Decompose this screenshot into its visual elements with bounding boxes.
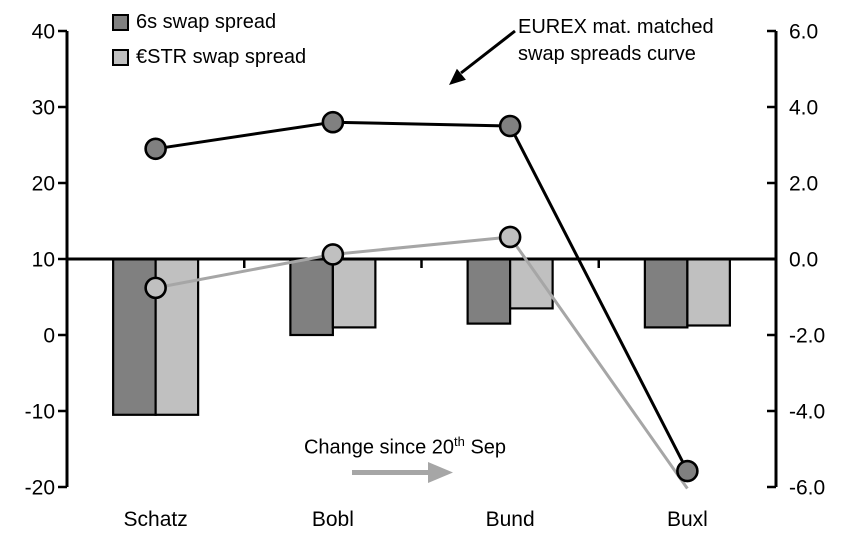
legend-swatch-6s-icon (112, 13, 129, 31)
left-axis-tick-label: 40 (32, 21, 55, 44)
category-label: Bund (486, 508, 535, 531)
line-series (155, 235, 689, 490)
change-arrow-icon (352, 462, 453, 483)
right-axis-tick-label: 4.0 (789, 97, 818, 120)
right-axis-tick-label: 0.0 (789, 249, 818, 272)
line-series (155, 120, 689, 472)
change-since-ordinal: th (454, 434, 465, 449)
legend-label-6s: 6s swap spread (136, 10, 277, 33)
change-since-label: Change since 20th Sep (270, 434, 540, 460)
line-marker (321, 243, 345, 266)
plot-generated-layer: 403020100-10-206.04.02.00.0-2.0-4.0-6.0S… (25, 21, 826, 532)
category-label: Buxl (667, 508, 708, 531)
left-axis-tick-label: 10 (32, 249, 55, 272)
bar (686, 257, 731, 327)
category-label: Bobl (312, 508, 354, 531)
bar (331, 257, 377, 329)
line-marker (144, 276, 167, 300)
legend-item-6s: 6s swap spread (112, 8, 306, 36)
bar (289, 257, 334, 337)
right-axis-tick-label: -4.0 (789, 401, 825, 424)
legend-swatch-estr-icon (112, 48, 129, 66)
curve-annotation: EUREX mat. matched swap spreads curve (518, 14, 714, 68)
bar (466, 257, 512, 325)
right-axis-tick-label: 6.0 (789, 21, 818, 44)
line-marker (676, 459, 699, 483)
right-axis-tick-label: -6.0 (789, 477, 825, 500)
line-marker (498, 225, 522, 249)
curve-annotation-arrow-icon (449, 29, 516, 85)
bar (643, 257, 689, 329)
change-since-suffix: Sep (464, 436, 507, 459)
right-axis-tick-label: 2.0 (789, 173, 818, 196)
legend-label-estr: €STR swap spread (136, 45, 307, 68)
line-marker (498, 114, 522, 138)
left-axis-tick-label: 30 (32, 97, 55, 120)
left-axis-tick-label: 0 (43, 325, 55, 348)
curve-annotation-line2: swap spreads curve (518, 43, 696, 65)
legend-item-estr: €STR swap spread (112, 43, 306, 71)
left-axis-tick-label: -20 (25, 477, 55, 500)
line-marker (144, 137, 167, 161)
right-axis-tick-label: -2.0 (789, 325, 825, 348)
category-label: Schatz (124, 508, 188, 531)
legend: 6s swap spread €STR swap spread (112, 8, 306, 78)
line-marker (321, 110, 345, 134)
left-axis-tick-label: -10 (25, 401, 55, 424)
change-since-text: Change since 20 (303, 436, 455, 459)
curve-annotation-line1: EUREX mat. matched (518, 16, 714, 38)
left-axis-tick-label: 20 (32, 173, 55, 196)
